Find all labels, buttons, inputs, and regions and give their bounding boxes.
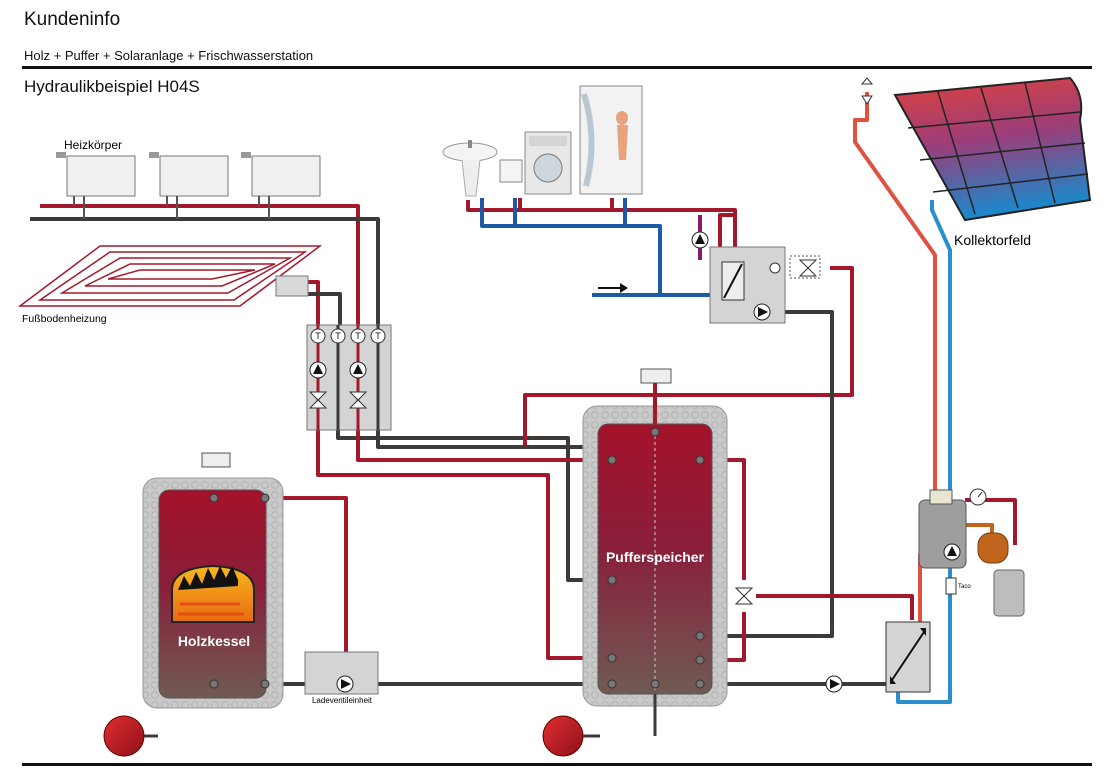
pump-icon (825, 675, 843, 693)
radiator-1 (56, 152, 136, 219)
washing-machine (524, 131, 572, 195)
buffer-top-supply (523, 266, 854, 445)
floor-heating-coil (17, 245, 323, 307)
thermometer-icon (969, 488, 987, 506)
pump-icon (336, 675, 354, 693)
header-divider (22, 66, 1092, 69)
sensor-t-1: T (315, 331, 321, 341)
solar-hx-supply (756, 594, 914, 620)
pump-icon (309, 361, 327, 379)
pump-icon (943, 543, 961, 561)
pump-icon (691, 231, 709, 249)
sensor-t-3: T (355, 331, 361, 341)
hot-tap-water (466, 200, 737, 268)
pump-icon (753, 303, 771, 321)
solar-collector-field (893, 76, 1092, 222)
radiator-2 (149, 152, 229, 219)
expansion-vessel-icon (542, 694, 657, 757)
flame-icon (171, 564, 255, 623)
boiler-label: Holzkessel (178, 633, 250, 649)
valve-icon (769, 262, 781, 274)
tap-arrow-icon (598, 283, 628, 293)
radiator-3 (241, 152, 321, 219)
fresh-water-station (709, 246, 786, 324)
collection-tank (993, 569, 1025, 617)
boiler-supply (265, 496, 348, 660)
cold-water-supply (480, 198, 662, 295)
charging-unit-label: Ladeventileinheit (312, 696, 373, 705)
solar-hot-pipe (853, 92, 937, 490)
collector-field-label: Kollektorfeld (954, 232, 1031, 248)
valve-icon (308, 391, 368, 409)
fws-return (700, 310, 834, 638)
buffer-label: Pufferspeicher (606, 549, 705, 565)
shower-cabin (579, 85, 643, 195)
boiler-vent-group (201, 452, 231, 468)
flow-meter (945, 577, 957, 595)
radiator-supply-pipe (40, 204, 360, 325)
sink (442, 140, 498, 197)
buffer-vent-group (640, 368, 672, 384)
charging-valve-unit: Ladeventileinheit (304, 651, 379, 705)
pipes (30, 92, 1017, 704)
wood-boiler: Holzkessel (142, 477, 284, 709)
heating-circuit-station: T T T T (306, 324, 392, 431)
station-return2 (356, 430, 612, 462)
vent-icon (860, 77, 874, 105)
sensor-t-2: T (335, 331, 341, 341)
solar-cold-pipe (896, 200, 952, 704)
taco-label: Taco (958, 584, 971, 590)
radiator-return-pipe (30, 217, 380, 325)
footer-divider (22, 763, 1092, 766)
floor-return-pipe (284, 292, 342, 325)
floor-heating-label: Fußbodenheizung (22, 313, 107, 325)
sensor-t-4: T (375, 331, 381, 341)
valve-icon (734, 587, 754, 605)
station-return3 (376, 430, 590, 449)
expansion-vessel-icon (977, 532, 1009, 564)
thermostatic-mixer (499, 159, 523, 183)
example-title: Hydraulikbeispiel H04S (24, 77, 200, 96)
station-return-to-buffer (336, 430, 612, 582)
mixing-valve-icon (789, 255, 821, 279)
floor-distributor (275, 275, 309, 297)
expansion-vessel-icon (103, 715, 158, 757)
page-title: Kundeninfo (24, 9, 121, 30)
pump-icon (349, 361, 367, 379)
heat-exchanger-icon (885, 621, 931, 693)
radiators-label: Heizkörper (64, 138, 122, 152)
solar-pump-station (918, 489, 967, 569)
page-subtitle: Holz + Puffer + Solaranlage + Frischwass… (24, 48, 314, 63)
buffer-tank: Pufferspeicher (582, 405, 728, 707)
station-supply-to-buffer (316, 430, 612, 660)
